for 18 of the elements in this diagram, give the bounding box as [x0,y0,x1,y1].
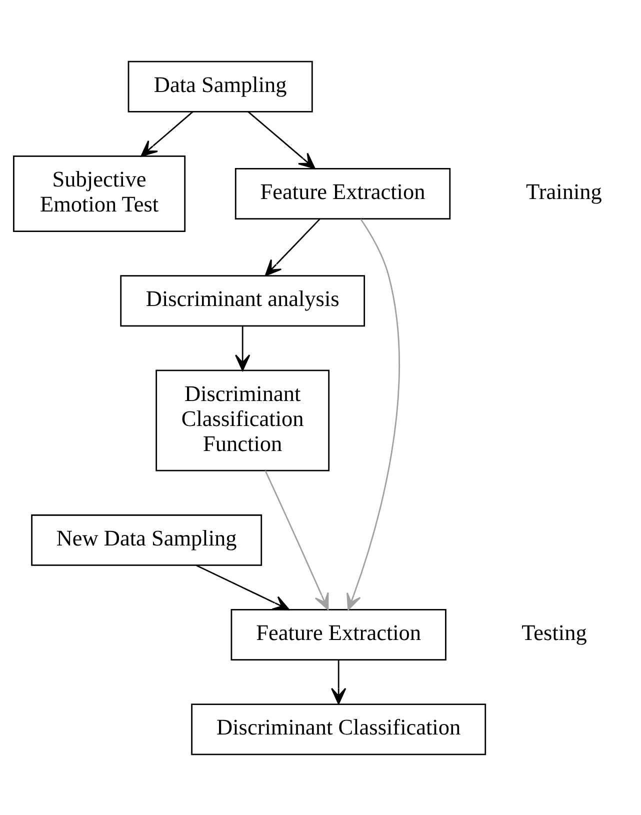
node-box: Data Sampling [128,60,313,112]
node-box: Discriminant analysis [120,274,366,326]
label: Testing [522,620,587,645]
node-box: Discriminant Classification Function [156,369,330,471]
arrow [248,110,316,169]
arrow [331,660,346,704]
node-box: Feature Extraction [230,608,446,660]
node-box: Subjective Emotion Test [13,154,186,232]
arrow [346,218,400,610]
arrow [264,470,329,610]
arrow [264,218,321,276]
node-box: Discriminant Classification [191,703,486,755]
node-box: New Data Sampling [31,514,262,566]
arrow [140,110,194,156]
label: Training [526,178,602,204]
arrow [196,564,290,610]
node-box: Feature Extraction [234,168,451,219]
arrow [235,326,250,371]
